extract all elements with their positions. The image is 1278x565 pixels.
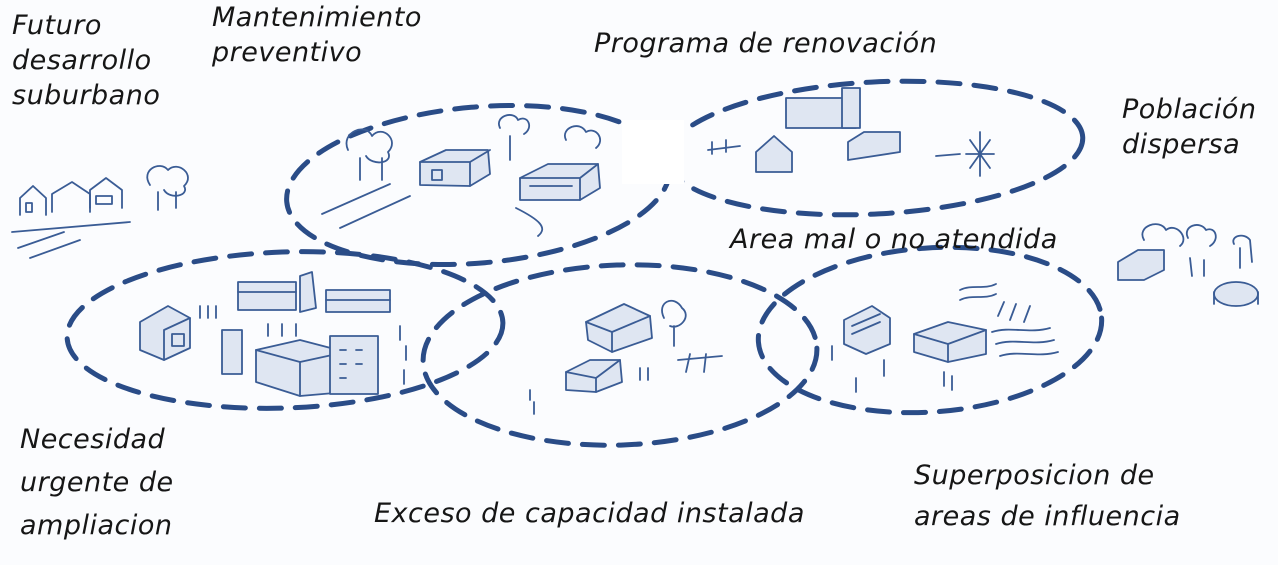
poblacion-sketch bbox=[1117, 223, 1259, 307]
exceso-sketch bbox=[529, 299, 723, 415]
label-line: urgente de bbox=[20, 467, 174, 499]
label-superposicion-de-areas-de-influencia: Superposicion de areas de influencia bbox=[914, 456, 1181, 537]
mantenimiento-sketch bbox=[321, 114, 601, 237]
label-line: Area mal o no atendida bbox=[730, 224, 1058, 255]
label-line: Futuro bbox=[12, 10, 102, 41]
label-line: Exceso de capacidad instalada bbox=[374, 498, 805, 529]
label-line: preventivo bbox=[212, 37, 363, 69]
label-line: desarrollo bbox=[12, 45, 152, 77]
label-line: Programa de renovación bbox=[594, 28, 938, 59]
zone-programa bbox=[664, 78, 1086, 218]
blank-patch bbox=[622, 120, 684, 184]
label-area-mal-o-no-atendida: Area mal o no atendida bbox=[730, 222, 1058, 257]
label-poblacion-dispersa: Población dispersa bbox=[1122, 92, 1256, 162]
suburban-houses-sketch bbox=[11, 165, 189, 259]
superposicion-sketch bbox=[831, 283, 1059, 393]
label-line: Población bbox=[1122, 94, 1257, 125]
label-line: Mantenimiento bbox=[212, 2, 422, 33]
zone-necesidad bbox=[64, 249, 506, 411]
label-line: suburbano bbox=[12, 80, 161, 112]
label-line: dispersa bbox=[1122, 129, 1241, 161]
label-line: areas de influencia bbox=[914, 500, 1181, 532]
label-exceso-de-capacidad-instalada: Exceso de capacidad instalada bbox=[374, 496, 805, 531]
label-programa-de-renovacion: Programa de renovación bbox=[594, 26, 937, 61]
zone-superposicion bbox=[755, 244, 1105, 416]
label-line: Necesidad bbox=[20, 424, 166, 455]
zone-exceso bbox=[420, 262, 820, 448]
label-mantenimiento-preventivo: Mantenimiento preventivo bbox=[212, 0, 422, 70]
influence-zones bbox=[64, 78, 1105, 448]
necesidad-sketch bbox=[139, 271, 407, 397]
label-line: Superposicion de bbox=[914, 460, 1155, 491]
label-line: ampliacion bbox=[20, 510, 173, 542]
label-necesidad-urgente-de-ampliacion: Necesidad urgente de ampliacion bbox=[20, 418, 174, 548]
label-futuro-desarrollo-suburbano: Futuro desarrollo suburbano bbox=[12, 8, 160, 113]
programa-sketch bbox=[707, 87, 995, 177]
